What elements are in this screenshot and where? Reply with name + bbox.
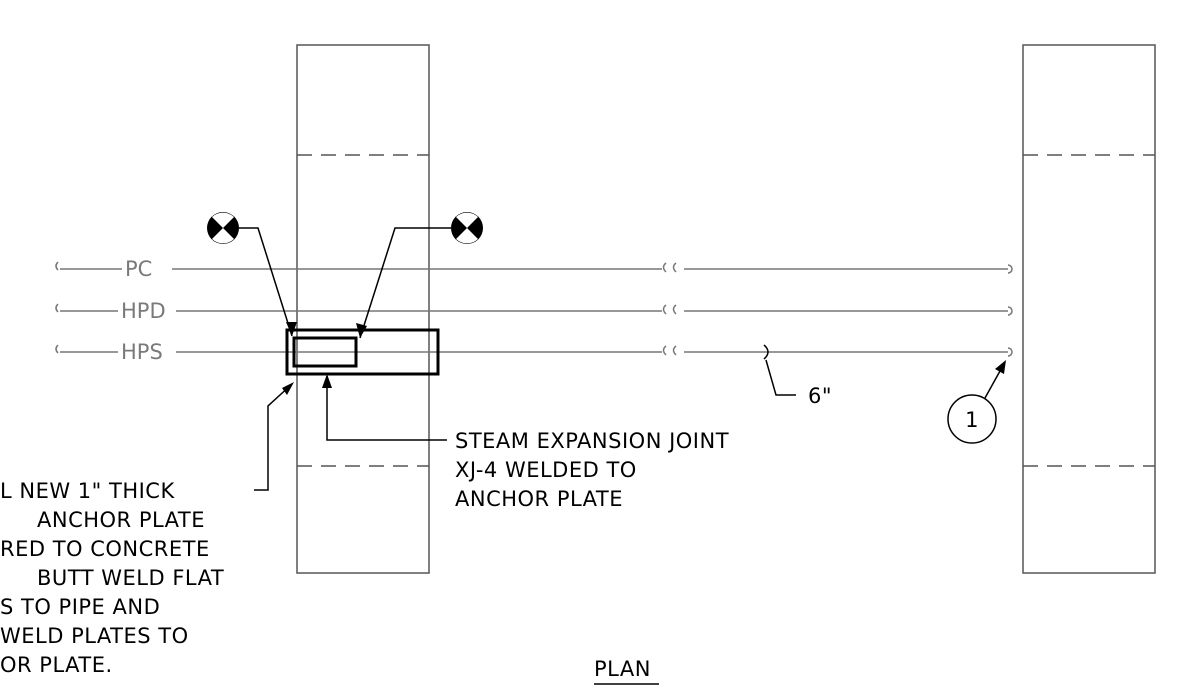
- expansion-joint-note-line-2: XJ-4 WELDED TO: [455, 458, 637, 482]
- expansion-joint-callout: STEAM EXPANSION JOINT XJ-4 WELDED TO ANC…: [322, 374, 729, 511]
- pipe-end-cap-icon: [1007, 347, 1013, 357]
- break-mark-icon: [55, 261, 59, 271]
- dimension-text: 6": [808, 384, 832, 408]
- pipe-end-cap-icon: [1007, 264, 1013, 274]
- right-column: [1022, 44, 1156, 574]
- keynote-number: 1: [965, 408, 979, 432]
- dimension-mark-icon: [763, 344, 769, 360]
- anchor-plate-note-line-2: ANCHOR PLATE: [37, 508, 205, 532]
- anchor-plate-note-line-4: BUTT WELD FLAT: [37, 566, 224, 590]
- pipe-label-hpd: HPD: [121, 299, 166, 323]
- quartered-circle-icon: [451, 212, 483, 244]
- break-mark-icon: [662, 262, 677, 273]
- expansion-joint-note-line-3: ANCHOR PLATE: [455, 487, 623, 511]
- pipe-pc: PC: [55, 257, 1013, 281]
- keynote-bubble: 1: [947, 360, 1006, 444]
- anchor-plate-note-line-7: OR PLATE.: [0, 653, 113, 677]
- break-mark-icon: [55, 303, 59, 313]
- anchor-plate-note-line-3: RED TO CONCRETE: [0, 537, 210, 561]
- pipe-end-cap-icon: [1007, 306, 1013, 316]
- pipe-hps: HPS: [55, 340, 1013, 364]
- pipe-label-pc: PC: [125, 257, 152, 281]
- break-mark-icon: [662, 345, 677, 356]
- anchor-plate-note-line-1: L NEW 1" THICK: [0, 479, 175, 503]
- break-mark-icon: [662, 304, 677, 315]
- anchor-plate-callout: L NEW 1" THICK ANCHOR PLATE RED TO CONCR…: [0, 382, 294, 677]
- quartered-circle-icon: [207, 212, 239, 244]
- title-text: PLAN: [594, 657, 651, 681]
- expansion-joint-note-line-1: STEAM EXPANSION JOINT: [455, 429, 729, 453]
- weld-symbol-left: [207, 212, 297, 337]
- anchor-plate-note-line-6: WELD PLATES TO: [0, 624, 189, 648]
- left-column: [296, 44, 430, 574]
- pipe-label-hps: HPS: [121, 340, 163, 364]
- expansion-joint-xj4: [292, 336, 358, 368]
- anchor-plate-note-line-5: S TO PIPE AND: [0, 595, 160, 619]
- dimension-6in: 6": [763, 344, 832, 408]
- break-mark-icon: [55, 344, 59, 354]
- drawing-title: PLAN: [594, 657, 659, 685]
- pipe-hpd: HPD: [55, 299, 1013, 323]
- weld-symbol-right: [356, 212, 483, 339]
